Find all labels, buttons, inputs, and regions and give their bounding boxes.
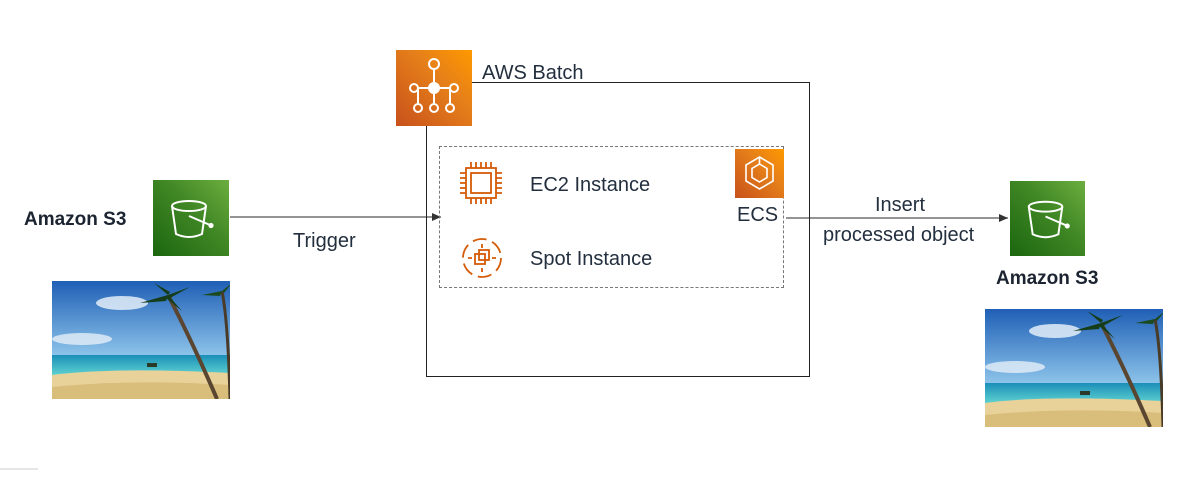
insert-label-line1: Insert xyxy=(875,194,926,216)
divider xyxy=(0,468,38,470)
s3-bucket-icon xyxy=(153,180,229,256)
aws-batch-boundary xyxy=(426,82,810,377)
ec2-instance-label: EC2 Instance xyxy=(530,174,651,196)
ec2-chip-icon xyxy=(458,160,504,206)
ecs-icon xyxy=(735,149,784,198)
spot-instance-icon xyxy=(459,235,505,281)
s3-bucket-icon xyxy=(1010,181,1085,256)
trigger-label: Trigger xyxy=(293,230,356,252)
ecs-label: ECS xyxy=(737,204,779,226)
insert-label-line2: processed object xyxy=(823,224,975,246)
right-s3-label: Amazon S3 xyxy=(996,268,1099,289)
aws-batch-label: AWS Batch xyxy=(482,62,584,84)
compute-environment-boundary xyxy=(439,146,784,288)
left-s3-label: Amazon S3 xyxy=(24,209,127,230)
beach-photo xyxy=(985,309,1163,427)
aws-batch-icon xyxy=(396,50,472,126)
spot-instance-label: Spot Instance xyxy=(530,248,653,270)
beach-photo xyxy=(52,281,230,399)
